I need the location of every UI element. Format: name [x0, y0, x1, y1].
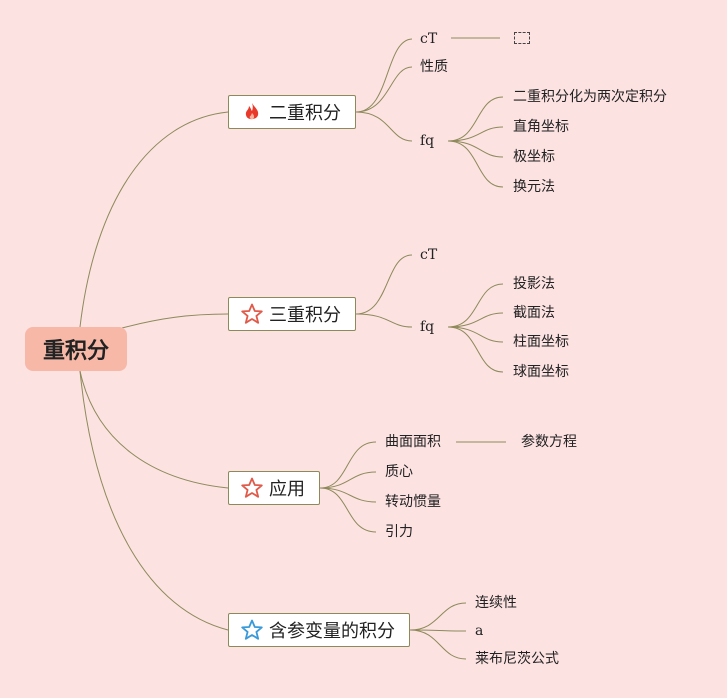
- node-leaf[interactable]: 二重积分化为两次定积分: [513, 89, 667, 105]
- node-fq[interactable]: fq: [420, 133, 435, 149]
- branch-triple-integral[interactable]: 三重积分: [228, 297, 356, 331]
- node-ct[interactable]: cT: [420, 247, 438, 263]
- branch-title: 三重积分: [269, 305, 341, 326]
- node-leaf[interactable]: 投影法: [513, 276, 555, 292]
- node-leaf[interactable]: 极坐标: [513, 149, 555, 165]
- node-centroid[interactable]: 质心: [385, 464, 413, 480]
- node-ct[interactable]: cT: [420, 31, 438, 47]
- star-outline-icon: [241, 303, 263, 325]
- node-properties[interactable]: 性质: [420, 59, 448, 75]
- branch-parametric-integral[interactable]: 含参变量的积分: [228, 613, 410, 647]
- node-leibniz-formula[interactable]: 莱布尼茨公式: [475, 651, 559, 667]
- node-leaf[interactable]: 柱面坐标: [513, 334, 569, 350]
- node-leaf[interactable]: 球面坐标: [513, 364, 569, 380]
- node-leaf[interactable]: 直角坐标: [513, 119, 569, 135]
- image-placeholder-icon: [514, 32, 530, 44]
- node-leaf[interactable]: 参数方程: [521, 434, 577, 450]
- node-surface-area[interactable]: 曲面面积: [385, 434, 441, 450]
- node-fq[interactable]: fq: [420, 319, 435, 335]
- branch-title: 含参变量的积分: [269, 621, 395, 642]
- branch-title: 二重积分: [269, 103, 341, 124]
- branch-double-integral[interactable]: 二重积分: [228, 95, 356, 129]
- blue-star-icon: [241, 619, 263, 641]
- branch-applications[interactable]: 应用: [228, 471, 320, 505]
- node-a[interactable]: a: [475, 623, 484, 639]
- node-gravitation[interactable]: 引力: [385, 524, 413, 540]
- node-leaf[interactable]: 截面法: [513, 305, 555, 321]
- node-continuity[interactable]: 连续性: [475, 595, 517, 611]
- node-moment-of-inertia[interactable]: 转动惯量: [385, 494, 441, 510]
- node-leaf[interactable]: 换元法: [513, 179, 555, 195]
- root-node[interactable]: 重积分: [25, 327, 127, 371]
- branch-title: 应用: [269, 479, 305, 500]
- star-outline-icon: [241, 477, 263, 499]
- fire-icon: [241, 101, 263, 123]
